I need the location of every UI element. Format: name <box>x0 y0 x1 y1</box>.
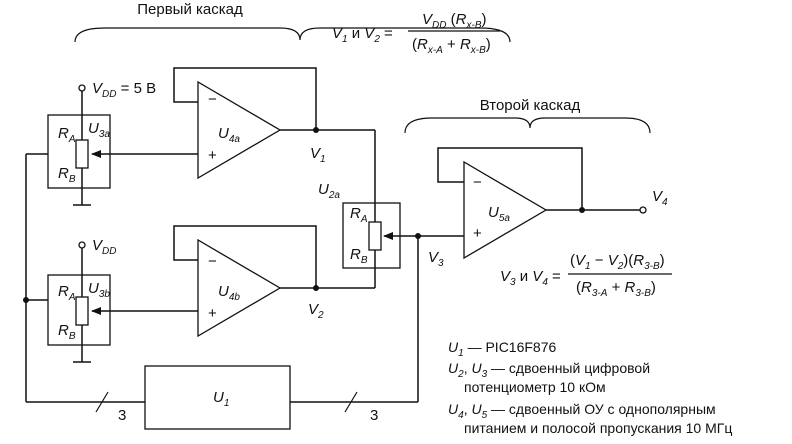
stage2-brace <box>404 117 651 134</box>
svg-text:−: − <box>208 91 217 108</box>
svg-text:+: + <box>473 225 482 242</box>
svg-text:−: − <box>473 174 482 191</box>
svg-text:3: 3 <box>118 407 126 424</box>
control-bus-left: 3 <box>23 153 145 424</box>
svg-text:V4: V4 <box>652 188 668 208</box>
stage1-brace <box>74 27 511 43</box>
u2a-potentiometer: RA RB U2a <box>318 130 401 288</box>
vdd-top-terminal: VDD = 5 В <box>78 80 156 100</box>
control-bus-right: 3 <box>290 236 419 424</box>
svg-text:U4, U5 — сдвоенный ОУ с однопо: U4, U5 — сдвоенный ОУ с однополярным <box>448 401 716 421</box>
svg-text:(V1 − V2)(R3-B): (V1 − V2)(R3-B) <box>570 252 665 272</box>
svg-text:V2: V2 <box>308 301 324 321</box>
svg-text:V3 и V4 =: V3 и V4 = <box>500 268 561 288</box>
svg-text:(R3-A + R3-B): (R3-A + R3-B) <box>576 279 656 299</box>
vdd-bottom-terminal: VDD <box>78 237 116 257</box>
formula-v1-v2: V1 и V2 = VDD (Rx-B) (Rx-A + Rx-B) <box>332 11 500 56</box>
svg-text:V3: V3 <box>428 249 444 269</box>
svg-text:VDD = 5 В: VDD = 5 В <box>92 80 156 100</box>
svg-text:питанием и полосой пропускания: питанием и полосой пропускания 10 МГц <box>464 420 732 436</box>
u4b-opamp: − + U4b V2 <box>91 225 375 338</box>
svg-text:V1: V1 <box>310 145 326 165</box>
svg-text:(Rx-A + Rx-B): (Rx-A + Rx-B) <box>412 36 491 56</box>
svg-text:+: + <box>208 147 217 164</box>
svg-text:V1 и V2 =: V1 и V2 = <box>332 25 393 45</box>
u4a-opamp: − + U4a V1 <box>91 67 375 180</box>
svg-text:потенциометр 10 кОм: потенциометр 10 кОм <box>464 379 606 395</box>
u3a-potentiometer: RA RB U3a <box>47 91 111 206</box>
u1-microcontroller: U1 <box>144 365 291 430</box>
u3b-potentiometer: RA RB U3b <box>47 248 111 363</box>
legend: U1 — PIC16F876 U2, U3 — сдвоенный цифров… <box>448 339 732 436</box>
svg-text:3: 3 <box>370 407 378 424</box>
u5a-opamp: − + U5a V4 V3 <box>383 147 668 269</box>
svg-text:−: − <box>208 253 217 270</box>
formula-v3-v4: V3 и V4 = (V1 − V2)(R3-B) (R3-A + R3-B) <box>500 252 672 299</box>
svg-text:U1 — PIC16F876: U1 — PIC16F876 <box>448 339 557 359</box>
svg-text:+: + <box>208 305 217 322</box>
stage2-title: Второй каскад <box>480 97 581 114</box>
svg-text:U2, U3 — сдвоенный цифровой: U2, U3 — сдвоенный цифровой <box>448 360 650 380</box>
svg-text:VDD: VDD <box>92 237 116 257</box>
svg-text:U2a: U2a <box>318 181 340 201</box>
stage1-title: Первый каскад <box>137 1 243 18</box>
